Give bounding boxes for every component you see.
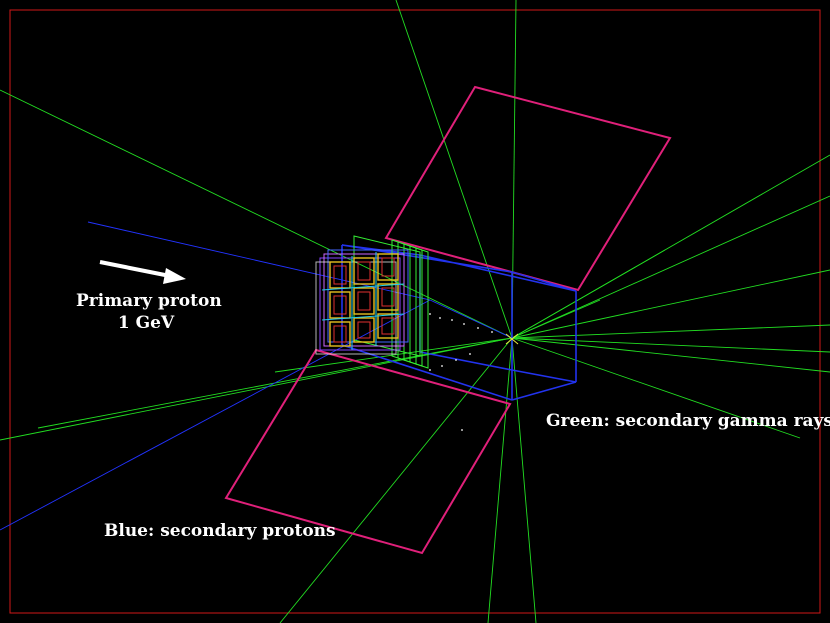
lower-plate [224, 348, 512, 555]
proton-legend-label: Blue: secondary protons [104, 521, 336, 541]
world-frame [9, 9, 821, 614]
primary-proton-label: Primary proton 1 GeV [76, 290, 222, 334]
upper-plate [384, 85, 672, 292]
hit-dots [429, 313, 493, 431]
detector-module [315, 249, 409, 355]
gamma-legend-label: Green: secondary gamma rays [546, 411, 830, 431]
primary-proton-title: Primary proton [76, 291, 222, 311]
primary-proton-energy: 1 GeV [117, 313, 175, 333]
primary-arrow [99, 260, 186, 284]
interaction-vertex [505, 333, 519, 345]
